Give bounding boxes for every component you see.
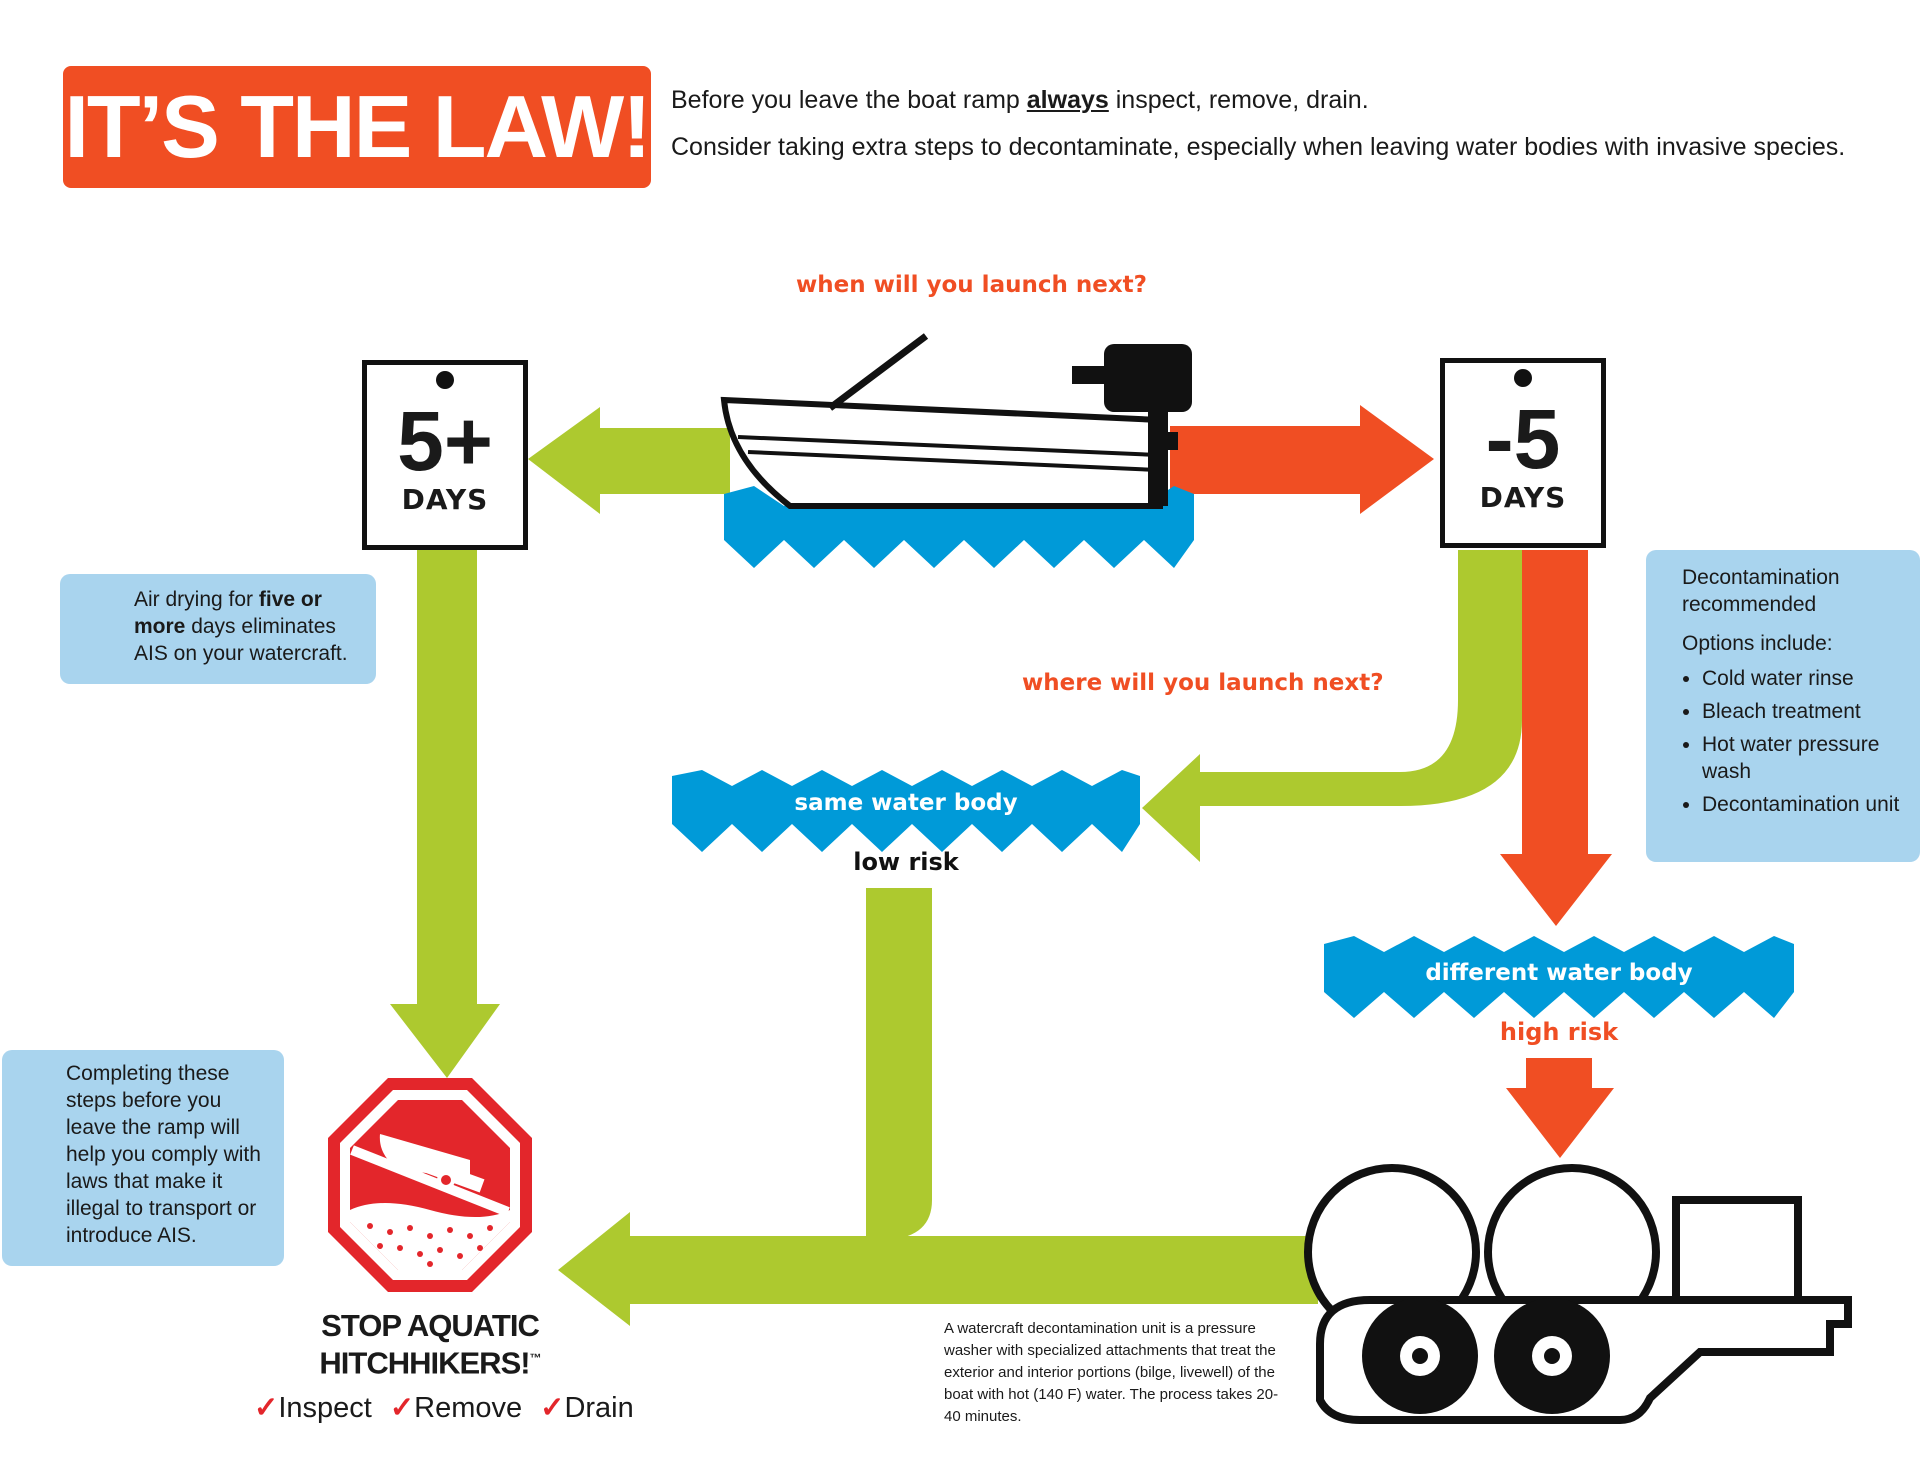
arrow-minus5-to-different-water <box>1500 550 1612 926</box>
boat-oar <box>827 333 929 411</box>
air-drying-text-after: days eliminates AIS on your watercraft. <box>134 615 348 665</box>
action-label: Inspect <box>278 1392 372 1424</box>
decontamination-trailer-icon <box>1304 1164 1852 1424</box>
air-drying-info-box: Air drying for five or more days elimina… <box>60 574 376 684</box>
when-question: when will you launch next? <box>796 272 1147 298</box>
calendar-number: -5 <box>1485 392 1561 486</box>
decontamination-unit-note: A watercraft decontamination unit is a p… <box>944 1320 1279 1425</box>
trademark-symbol: ™ <box>529 1351 542 1365</box>
title-banner: IT’S THE LAW! <box>63 66 652 188</box>
boat-motor <box>1104 344 1192 412</box>
high-risk-label: high risk <box>1499 1018 1619 1046</box>
air-drying-emphasis: five or more <box>134 588 322 638</box>
intro-line-1: Before you leave the boat ramp always in… <box>671 86 1369 115</box>
action-inspect: ✓Inspect <box>254 1390 372 1425</box>
arrow-minus5-to-same-water <box>1142 550 1522 862</box>
low-risk-label: low risk <box>853 848 959 876</box>
decon-heading: Decontamination recommended <box>1682 566 1840 616</box>
arrow-to-minus5-days <box>1170 405 1434 514</box>
calendar-5plus-days: 5+ DAYS <box>362 360 528 550</box>
stop-aquatic-hitchhikers-logo <box>328 1078 532 1292</box>
check-icon: ✓ <box>254 1392 279 1424</box>
decon-option: Decontamination unit <box>1702 791 1904 818</box>
different-water-body-wave <box>1324 936 1794 1018</box>
inspect-remove-drain: ✓Inspect ✓Remove ✓Drain <box>254 1390 634 1425</box>
intro-line-1-before: Before you leave the boat ramp <box>671 86 1027 114</box>
air-drying-text-before: Air drying for <box>134 588 259 611</box>
intro-line-1-after: inspect, remove, drain. <box>1108 86 1369 114</box>
calendar-minus5-days: -5 DAYS <box>1440 358 1606 548</box>
arrow-low-risk-to-stop <box>866 888 932 1240</box>
decon-option: Hot water pressure wash <box>1702 731 1904 785</box>
same-water-body-label: same water body <box>794 790 1018 816</box>
decon-option: Bleach treatment <box>1702 698 1904 725</box>
decon-option: Cold water rinse <box>1702 665 1904 692</box>
arrow-to-5plus-days <box>528 407 730 514</box>
calendar-label: DAYS <box>401 483 489 516</box>
where-question: where will you launch next? <box>1022 670 1384 696</box>
arrow-high-risk-to-trailer <box>1506 1058 1614 1158</box>
intro-line-2: Consider taking extra steps to decontami… <box>671 133 1846 161</box>
action-label: Remove <box>414 1392 523 1424</box>
check-icon: ✓ <box>540 1392 565 1424</box>
calendar-number: 5+ <box>397 394 493 488</box>
page-title: IT’S THE LAW! <box>64 77 651 176</box>
same-water-body-wave <box>672 770 1140 852</box>
boat-hull <box>720 396 1163 509</box>
action-remove: ✓Remove <box>390 1390 522 1425</box>
decon-options-list: Cold water rinse Bleach treatment Hot wa… <box>1682 665 1904 818</box>
arrow-5plus-to-stop <box>390 550 500 1078</box>
arrow-trailer-to-stop <box>558 1212 1318 1326</box>
stop-title-line-2-text: HITCHHIKERS! <box>319 1345 530 1381</box>
action-label: Drain <box>564 1392 634 1424</box>
calendar-hole-icon <box>1514 369 1532 387</box>
different-water-body-label: different water body <box>1425 960 1693 986</box>
stop-hitchhikers-title: STOP AQUATIC HITCHHIKERS!™ <box>300 1310 560 1379</box>
calendar-hole-icon <box>436 371 454 389</box>
decontamination-info-box: Decontamination recommended Options incl… <box>1646 550 1920 862</box>
stop-title-line-2: HITCHHIKERS!™ <box>300 1342 560 1379</box>
comply-info-box: Completing these steps before you leave … <box>2 1050 284 1266</box>
action-drain: ✓Drain <box>540 1390 634 1425</box>
decon-options-heading: Options include: <box>1682 632 1833 655</box>
check-icon: ✓ <box>389 1392 415 1424</box>
intro-emphasis: always <box>1026 86 1109 114</box>
stop-title-line-1: STOP AQUATIC <box>321 1308 540 1343</box>
calendar-label: DAYS <box>1479 481 1567 514</box>
